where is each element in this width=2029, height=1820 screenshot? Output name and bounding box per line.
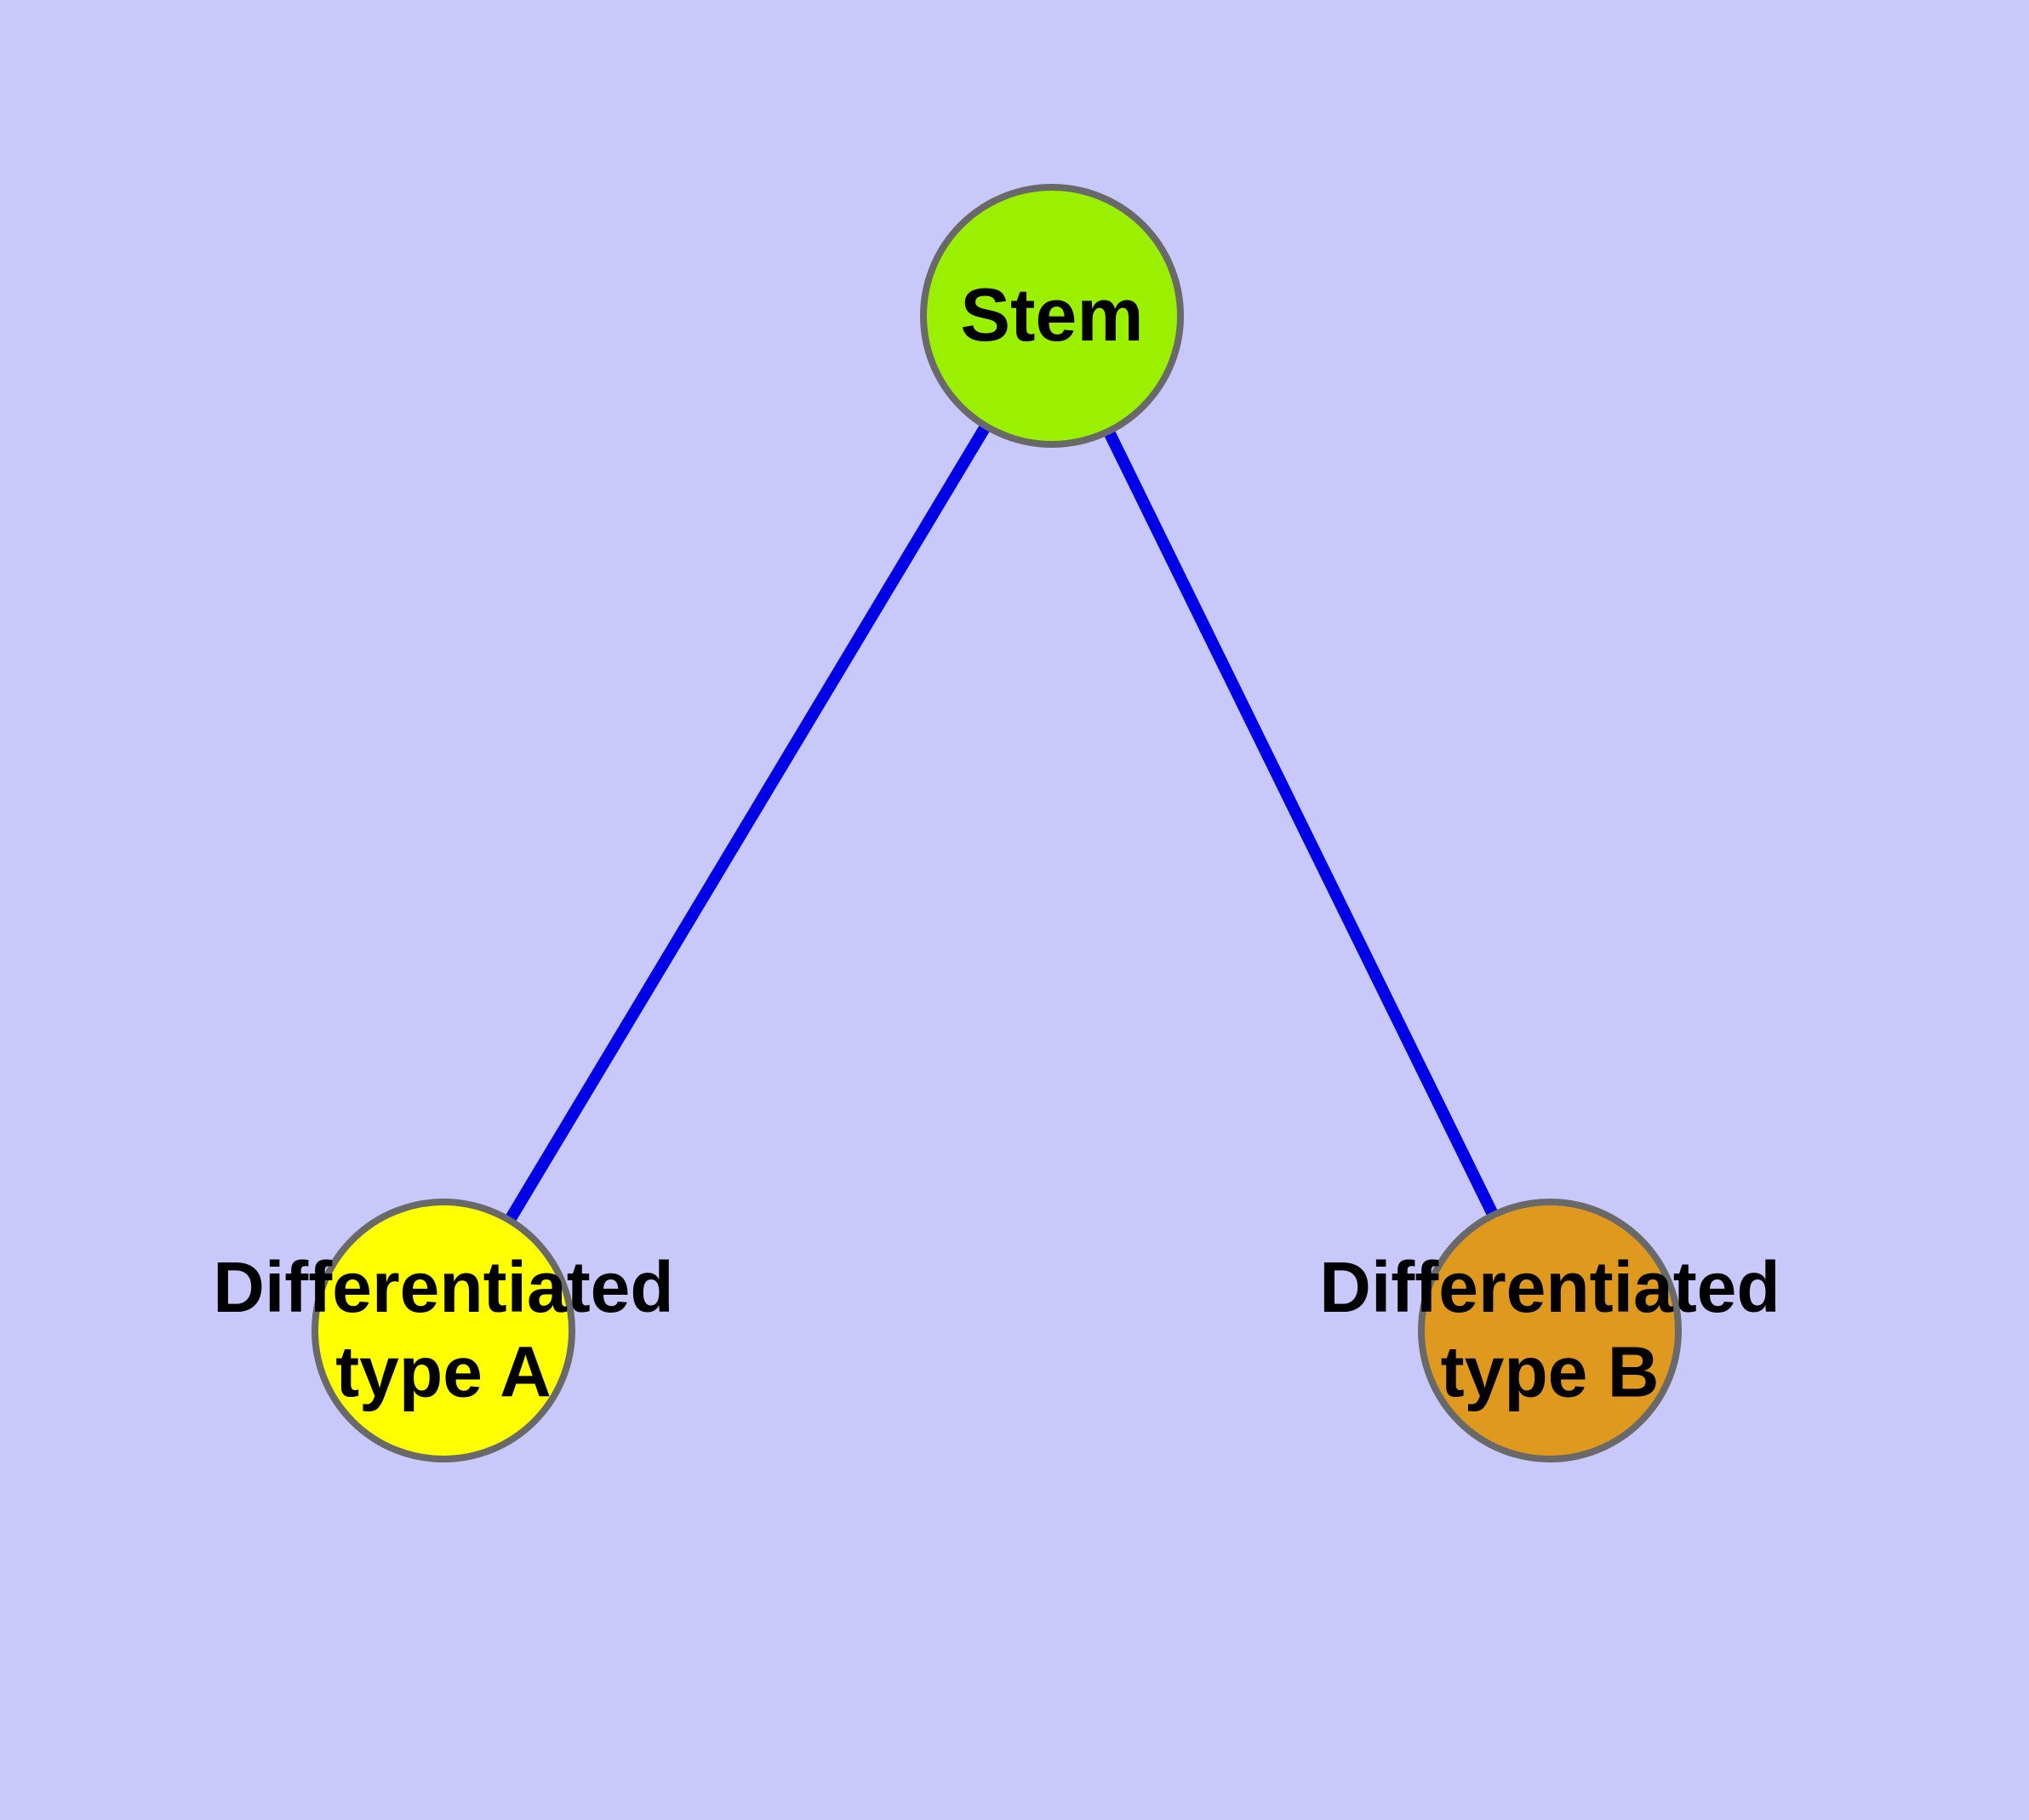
graph-edge-stem-to-a[interactable] <box>502 420 993 1227</box>
node-label-line: type B <box>1441 1331 1660 1411</box>
node-label-line: Differentiated <box>1319 1247 1780 1327</box>
node-label-line: type A <box>335 1331 552 1411</box>
node-layer <box>311 184 1682 1462</box>
graph-node-diff_a[interactable] <box>311 1199 575 1462</box>
node-label-line: Stem <box>960 272 1143 357</box>
node-label-line: Differentiated <box>213 1247 673 1327</box>
graph-node-diff_b[interactable] <box>1418 1199 1682 1462</box>
edge-layer <box>502 420 1500 1227</box>
graph-node-stem[interactable] <box>920 184 1184 448</box>
node-label-stem: Stem <box>960 272 1143 357</box>
graph-edge-stem-to-b[interactable] <box>1101 425 1500 1222</box>
